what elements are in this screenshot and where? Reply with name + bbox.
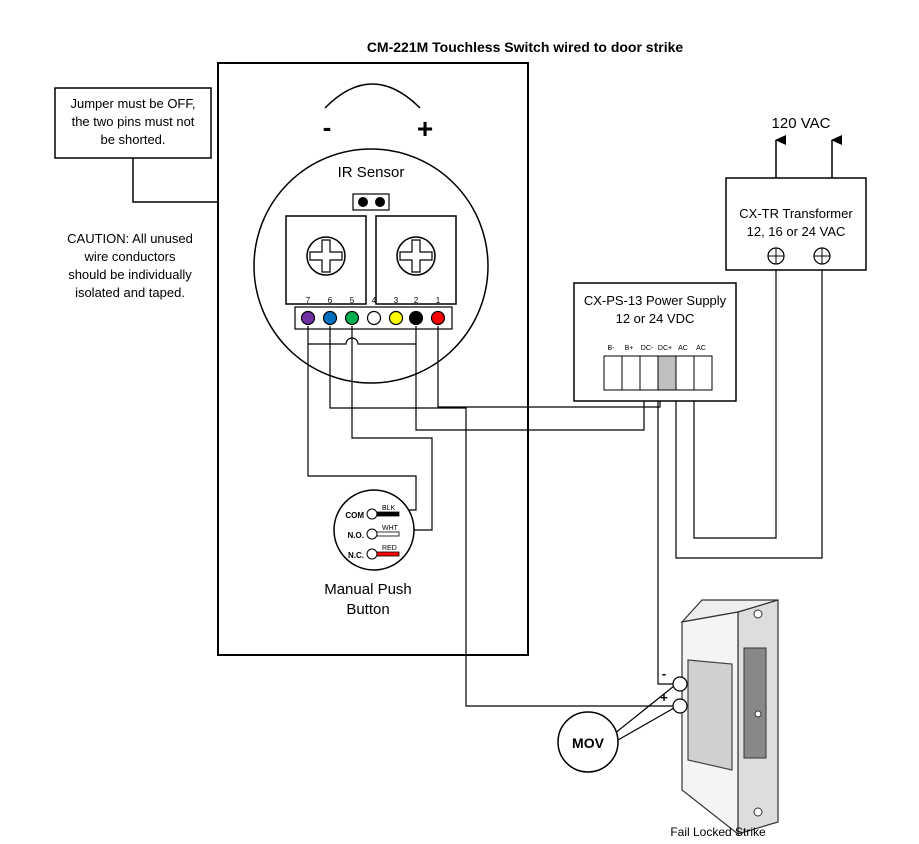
wire-bridge-7-to-2	[307, 326, 416, 345]
strike-keeper-slot	[743, 647, 767, 759]
sensor-terminal-number-3: 3	[394, 296, 399, 305]
adjust-pot-left	[285, 215, 367, 305]
adjust-pot-right	[375, 215, 457, 305]
ps-terminal-label: DC+	[658, 345, 672, 352]
transformer-voltage-in: 120 VAC	[772, 115, 831, 132]
push-button-terminal	[366, 508, 378, 520]
mov: MOV	[557, 685, 675, 773]
power-supply-terminals: B- B+ DC- DC+ AC AC	[603, 345, 713, 391]
ps-terminal-block	[621, 355, 641, 391]
sensor-terminal-5	[344, 310, 360, 326]
ps-terminal-label: AC	[678, 345, 688, 352]
ps-terminal-block	[657, 355, 677, 391]
push-button-terminal	[366, 548, 378, 560]
push-button-wire-color-label: WHT	[382, 525, 399, 532]
push-button-wire-color-label: BLK	[382, 505, 396, 512]
ps-terminal-block	[675, 355, 695, 391]
transformer-title-2: 12, 16 or 24 VAC	[747, 224, 846, 239]
sensor-terminal-1	[430, 310, 446, 326]
sensor-terminal-number-7: 7	[306, 296, 311, 305]
strike-label: Fail Locked Strike	[670, 825, 766, 839]
caution-line-2: wire conductors	[83, 249, 176, 264]
wire-terminal-5-to-no	[351, 326, 433, 531]
jumper-note-line-3: be shorted.	[100, 132, 165, 147]
push-button-wire-lead	[376, 511, 400, 517]
mov-circle	[557, 711, 619, 773]
jumper-note-line-2: the two pins must not	[72, 114, 195, 129]
ir-sensor-label: IR Sensor	[338, 164, 405, 181]
push-button-terminal	[366, 528, 378, 540]
wire-terminal-7-to-com	[307, 344, 417, 511]
sensor-terminal-2	[408, 310, 424, 326]
jumper-pins	[352, 193, 390, 211]
transformer-terminal-screw-1	[767, 247, 785, 265]
diagram-title: CM-221M Touchless Switch wired to door s…	[367, 39, 684, 55]
jumper-note: Jumper must be OFF, the two pins must no…	[54, 87, 212, 159]
sensor-terminal-number-6: 6	[328, 296, 333, 305]
ps-terminal-label: DC-	[641, 345, 654, 352]
power-supply-title-2: 12 or 24 VDC	[616, 311, 695, 326]
strike-terminal-minus	[672, 676, 688, 692]
push-button-label-1: Manual Push	[324, 581, 412, 598]
polarity-plus: +	[417, 113, 433, 144]
sensor-terminal-number-2: 2	[414, 296, 419, 305]
wires	[307, 264, 823, 707]
sensor-terminal-4	[366, 310, 382, 326]
push-button-wire-color-label: RED	[382, 545, 397, 552]
jumper-note-line-1: Jumper must be OFF,	[71, 96, 196, 111]
push-button-wire-lead	[376, 551, 400, 557]
polarity-minus: -	[323, 112, 332, 142]
sensor-terminals: 7 6 5 4 3 2 1	[300, 296, 446, 326]
sensor-terminal-3	[388, 310, 404, 326]
ps-terminal-label: B-	[608, 345, 616, 352]
caution-line-3: should be individually	[68, 267, 192, 282]
wire-terminal-6-to-strike-plus	[329, 326, 680, 707]
ps-terminal-block	[639, 355, 659, 391]
sensor-terminal-6	[322, 310, 338, 326]
push-button-terminal-name: COM	[345, 511, 364, 520]
caution-note: CAUTION: All unused wire conductors shou…	[67, 231, 193, 300]
sensor-terminal-number-4: 4	[372, 296, 377, 305]
strike-minus-label: -	[662, 666, 666, 681]
door-strike: - + Fail Locked Strike	[660, 599, 779, 839]
push-button-terminals: COM BLK N.O. WHT N.C. RED	[345, 505, 400, 560]
power-supply-title-1: CX-PS-13 Power Supply	[584, 293, 727, 308]
wire-dc-minus-to-strike-minus	[657, 390, 680, 685]
transformer-terminal-screw-2	[813, 247, 831, 265]
ps-terminal-label: AC	[696, 345, 706, 352]
wire-ac-2-to-transformer	[693, 264, 777, 539]
strike-keeper	[687, 659, 733, 771]
sensor-terminal-number-5: 5	[350, 296, 355, 305]
power-supply: CX-PS-13 Power Supply 12 or 24 VDC B- B+ D…	[573, 282, 737, 402]
sensor-terminal-number-1: 1	[436, 296, 441, 305]
ps-terminal-block	[693, 355, 713, 391]
strike-plus-label: +	[660, 690, 668, 705]
caution-line-4: isolated and taped.	[75, 285, 185, 300]
mov-label: MOV	[572, 735, 605, 751]
push-button-wire-lead	[376, 531, 400, 537]
caution-line-1: CAUTION: All unused	[67, 231, 193, 246]
wire-ac-1-to-transformer	[675, 264, 823, 559]
push-button-terminal-name: N.C.	[348, 551, 364, 560]
push-button-terminal-name: N.O.	[348, 531, 364, 540]
sensor-terminal-7	[300, 310, 316, 326]
push-button-label-2: Button	[346, 601, 389, 618]
wire-terminal-2-to-dc-minus	[415, 326, 645, 431]
transformer: 120 VAC CX-TR Transformer 12, 16 or 24 V…	[725, 115, 867, 271]
ps-terminal-block	[603, 355, 623, 391]
polarity-arc	[324, 83, 421, 109]
transformer-title-1: CX-TR Transformer	[739, 206, 853, 221]
strike-terminal-plus	[672, 698, 688, 714]
ps-terminal-label: B+	[625, 345, 634, 352]
